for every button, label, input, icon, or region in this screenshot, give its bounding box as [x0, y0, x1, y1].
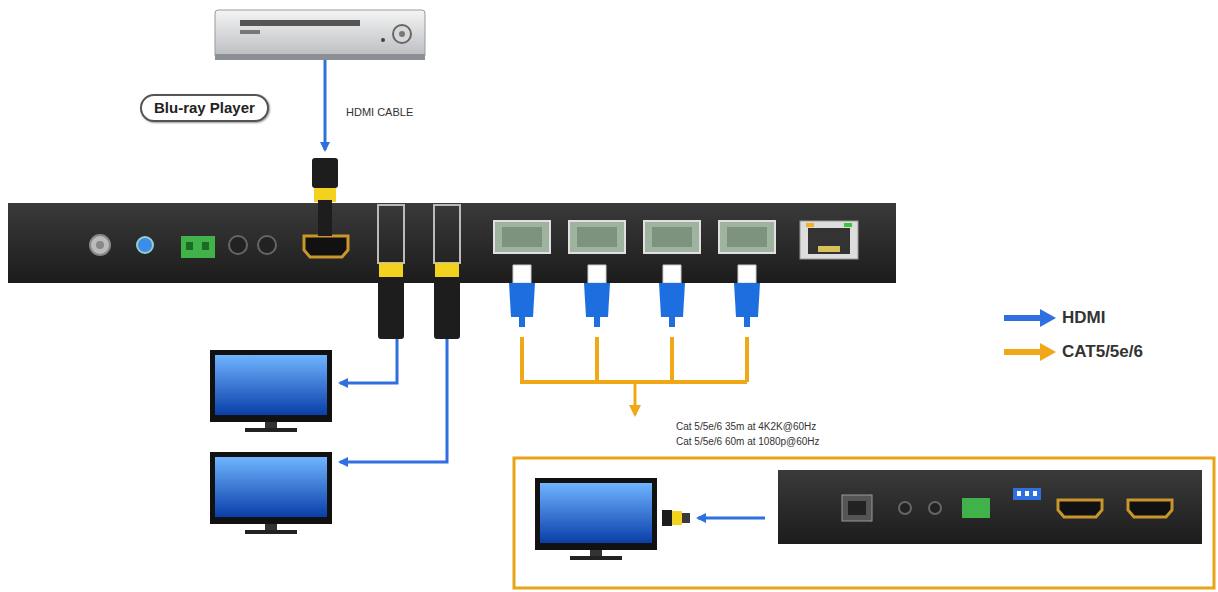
- legend-text: CAT5/5e/6: [1062, 342, 1143, 362]
- annotation: Cat 5/5e/6 60m at 1080p@60Hz: [676, 436, 820, 447]
- legend-text: HDMI: [1062, 308, 1105, 328]
- annotation: Cat 5/5e/6 35m at 4K2K@60Hz: [676, 421, 816, 432]
- legend-sample: [1004, 342, 1058, 362]
- legend-sample: [1004, 308, 1058, 328]
- box-text: Blu-ray Player: [154, 99, 255, 116]
- label-box: Blu-ray Player: [140, 94, 269, 122]
- annotation: HDMI CABLE: [346, 106, 413, 118]
